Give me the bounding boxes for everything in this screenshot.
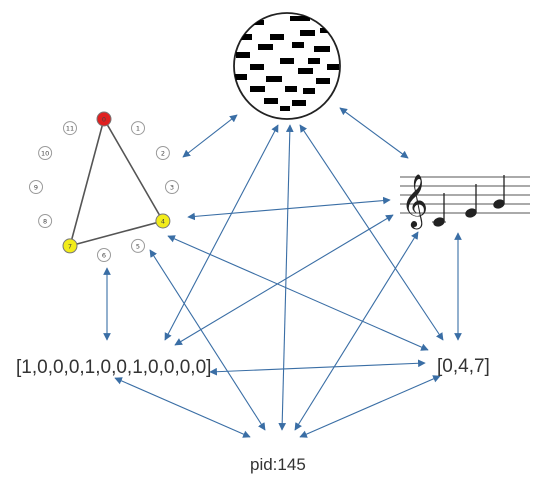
arrow-vector-set: [209, 359, 426, 376]
connection-arrows: [103, 107, 462, 438]
clock-number: 2: [161, 149, 165, 157]
arrow-vector-pid: [114, 377, 251, 438]
clock-number: 10: [41, 149, 49, 157]
clock-node-6: 6: [97, 248, 111, 262]
clock-node-5: 5: [131, 238, 145, 253]
pid-label: pid:145: [250, 455, 306, 474]
clock-node-2: 2: [155, 146, 170, 160]
clock-number: 9: [34, 183, 38, 191]
pitch-vector-label: [1,0,0,0,1,0,0,1,0,0,0,0]: [16, 357, 211, 378]
clock-node-0: 0: [96, 111, 112, 127]
clock-node-4: 4: [155, 213, 171, 229]
clock-number: 11: [66, 125, 74, 133]
clock-node-3: 3: [165, 180, 179, 194]
clock-number: 7: [68, 242, 72, 250]
clock-node-1: 1: [131, 121, 145, 136]
clock-node-8: 8: [38, 214, 53, 228]
arrow-grid-vector: [164, 124, 279, 341]
clock-number: 8: [43, 217, 47, 225]
clock-number: 0: [102, 115, 106, 123]
clock-number: 4: [161, 217, 165, 225]
clock-number: 1: [136, 125, 140, 133]
piano-roll-circle-icon: [233, 12, 341, 120]
clock-number: 5: [136, 242, 140, 250]
pitch-class-clock: 0 1 2 3 4 5 6 7 8 9 10 11: [29, 111, 179, 262]
treble-staff-icon: 𝄞: [400, 173, 530, 229]
clock-node-7: 7: [62, 238, 78, 254]
arrow-staff-pid: [294, 231, 419, 431]
arrow-clock-set: [167, 235, 429, 351]
clock-node-11: 11: [63, 121, 77, 136]
arrow-clock-grid: [182, 114, 238, 158]
clock-node-9: 9: [29, 180, 43, 194]
arrow-set-pid: [299, 375, 441, 438]
arrow-grid-staff: [339, 107, 409, 159]
clock-number: 6: [102, 251, 106, 259]
arrow-clock-pid: [149, 249, 266, 431]
clock-number: 3: [170, 183, 174, 191]
triad-triangle: [68, 116, 165, 248]
pitch-set-label: [0,4,7]: [437, 356, 490, 377]
treble-clef-icon: 𝄞: [401, 173, 428, 229]
clock-node-10: 10: [38, 146, 53, 160]
